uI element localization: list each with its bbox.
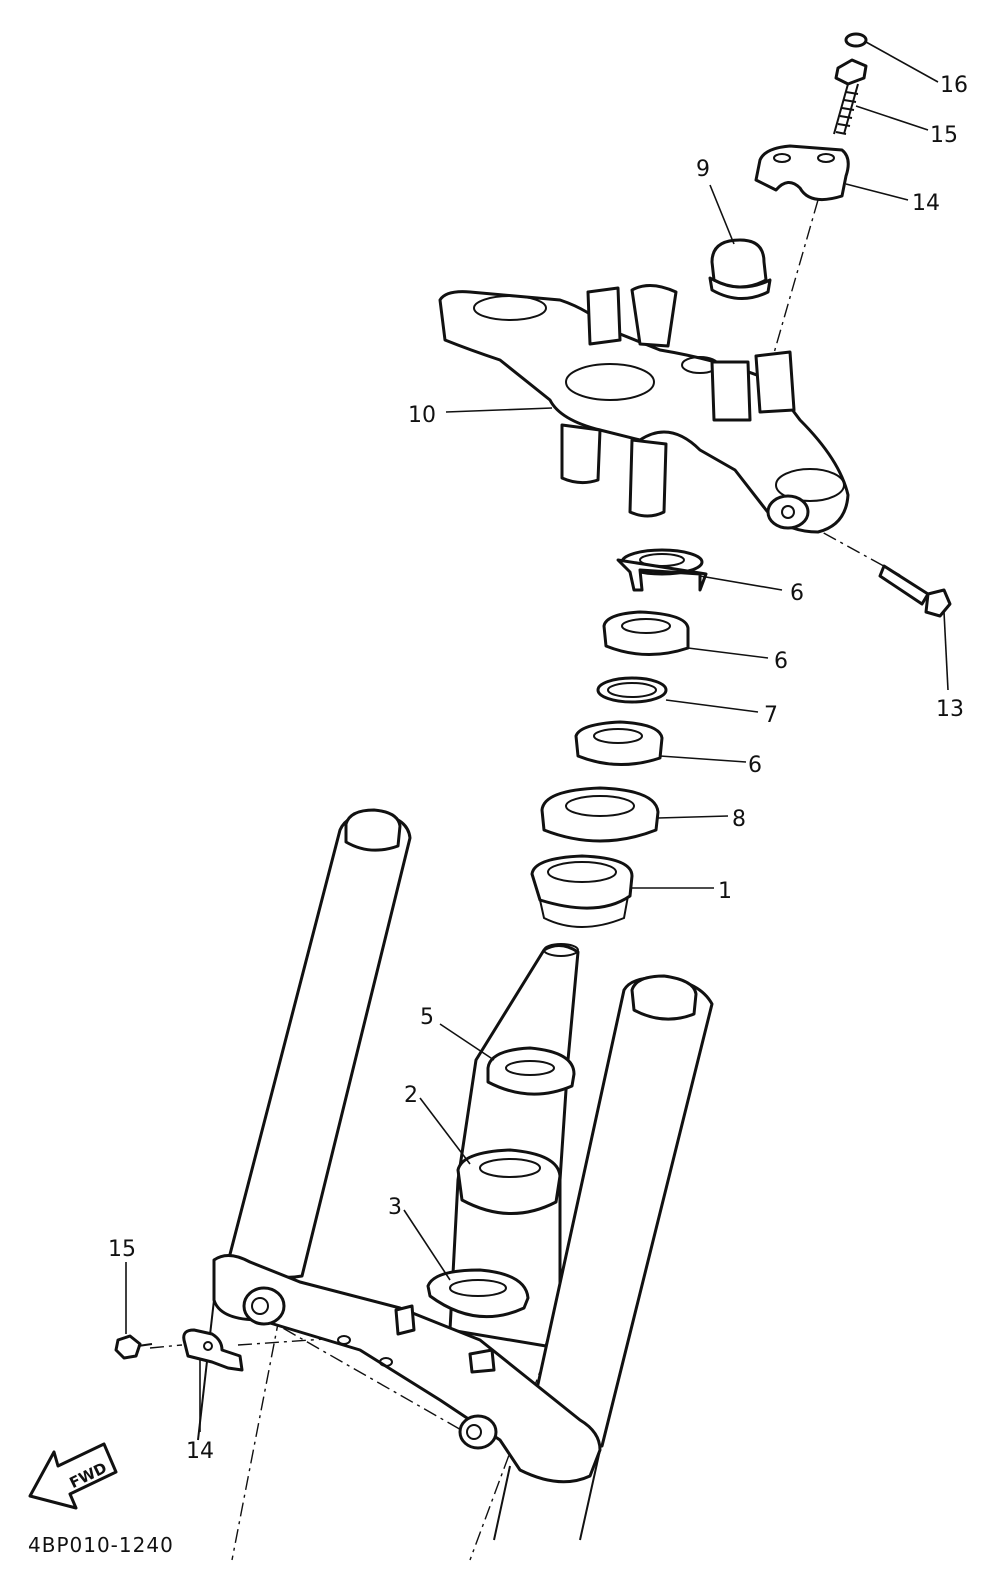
callout-16: 16 xyxy=(940,73,968,98)
part-ring-nut-lower xyxy=(574,720,664,766)
callout-6a: 6 xyxy=(774,649,788,674)
callout-13: 15 xyxy=(108,1237,136,1262)
callout-14: 14 xyxy=(912,191,940,216)
part-upper-bracket xyxy=(438,284,850,534)
part-bearing-cover xyxy=(540,786,660,843)
callout-2: 2 xyxy=(404,1083,418,1108)
part-pinch-bolt xyxy=(878,564,952,618)
leader-lines xyxy=(125,41,949,1432)
forward-arrow-icon: FWD xyxy=(28,1442,118,1510)
callout-3: 3 xyxy=(388,1195,402,1220)
callout-6b: 6 xyxy=(748,753,762,778)
part-dust-seal xyxy=(426,1268,530,1319)
part-bearing-race xyxy=(530,854,634,928)
part-cap xyxy=(844,32,868,48)
part-hose-clip xyxy=(182,1328,244,1372)
part-ring-nut-upper xyxy=(602,610,690,656)
callout-15: 15 xyxy=(930,123,958,148)
part-fork-tube-left xyxy=(226,808,412,1279)
part-handlebar-holder xyxy=(754,144,850,202)
part-washer-4 xyxy=(486,1046,576,1096)
part-crown-nut xyxy=(708,238,772,300)
callout-7: 7 xyxy=(764,703,778,728)
callout-9: 9 xyxy=(696,157,710,182)
callout-10: 10 xyxy=(408,403,436,428)
part-lock-washer xyxy=(616,548,708,592)
callout-1: 1 xyxy=(718,879,732,904)
part-rubber-washer xyxy=(596,676,668,704)
callout-labels: 16 15 14 9 10 6 6 13 7 6 8 1 5 2 3 15 14 xyxy=(108,73,968,1464)
drawing-code: 4BP010-1240 xyxy=(28,1533,174,1557)
part-bearing-2 xyxy=(456,1148,562,1215)
callout-5: 6 xyxy=(790,581,804,606)
part-under-bracket xyxy=(197,1254,602,1541)
callout-8: 8 xyxy=(732,807,746,832)
callout-12: 14 xyxy=(186,1439,214,1464)
callout-4: 5 xyxy=(420,1005,434,1030)
part-bolt-long xyxy=(833,58,868,135)
callout-11: 13 xyxy=(936,697,964,722)
part-small-bolt xyxy=(114,1334,153,1360)
